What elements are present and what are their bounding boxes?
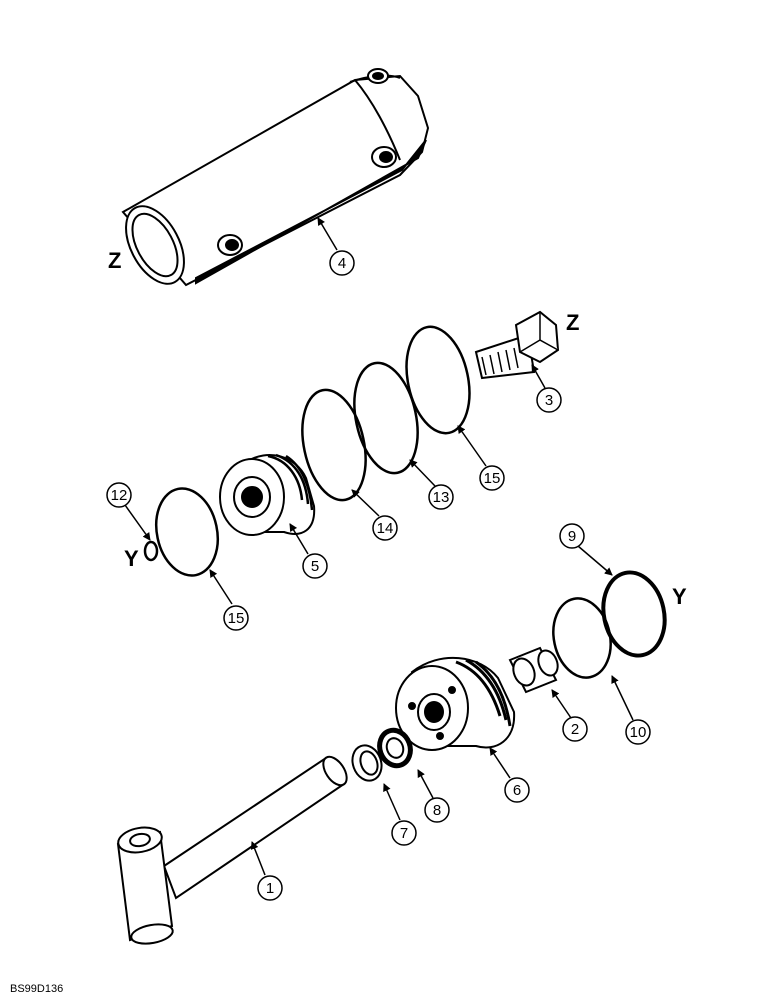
wiper-part-8: [377, 727, 413, 769]
callout-14: 14: [372, 515, 398, 541]
match-mark-y-right: Y: [672, 584, 687, 609]
leader-lines: [124, 217, 634, 876]
o-ring-12: [143, 540, 159, 562]
seal-ring-10: [552, 597, 612, 679]
callout-8: 8: [424, 797, 450, 823]
drawing-code: BS99D136: [10, 983, 63, 995]
callout-15-lower: 15: [223, 605, 249, 631]
svg-text:15: 15: [228, 610, 245, 627]
callout-5: 5: [302, 553, 328, 579]
svg-text:15: 15: [484, 470, 501, 487]
match-mark-y-left: Y: [124, 546, 139, 571]
seal-ring-14: [301, 388, 367, 502]
match-mark-z-left: Z: [108, 248, 121, 273]
svg-text:12: 12: [111, 487, 128, 504]
svg-text:13: 13: [433, 489, 450, 506]
svg-text:7: 7: [400, 825, 408, 842]
callout-3: 3: [536, 387, 562, 413]
callout-10: 10: [625, 719, 651, 745]
bushing-part: [508, 646, 559, 694]
seal-ring-15-upper: [405, 325, 471, 435]
svg-text:8: 8: [433, 802, 441, 819]
callout-7: 7: [391, 820, 417, 846]
cylinder-tube-part: [121, 68, 430, 287]
callout-4: 4: [329, 250, 355, 276]
backup-ring-9: [601, 570, 667, 658]
seal-ring-13: [353, 361, 419, 475]
piston-part: [219, 453, 316, 536]
svg-text:5: 5: [311, 558, 319, 575]
svg-text:14: 14: [377, 520, 394, 537]
washer-part-7: [351, 744, 383, 782]
match-mark-z-right: Z: [566, 310, 579, 335]
svg-text:10: 10: [630, 724, 647, 741]
svg-text:3: 3: [545, 392, 553, 409]
callout-1: 1: [257, 875, 283, 901]
svg-text:2: 2: [571, 721, 579, 738]
callout-2: 2: [562, 716, 588, 742]
bolt-part: [474, 310, 560, 380]
callout-6: 6: [504, 777, 530, 803]
callout-15-upper: 15: [479, 465, 505, 491]
callout-13: 13: [428, 484, 454, 510]
svg-text:9: 9: [568, 528, 576, 545]
svg-text:4: 4: [338, 255, 346, 272]
callout-12: 12: [106, 482, 132, 508]
seal-ring-15-lower: [155, 487, 219, 577]
svg-text:1: 1: [266, 880, 274, 897]
piston-rod-part: [116, 755, 348, 945]
svg-text:6: 6: [513, 782, 521, 799]
callout-9: 9: [559, 523, 585, 549]
gland-part: [395, 656, 516, 751]
